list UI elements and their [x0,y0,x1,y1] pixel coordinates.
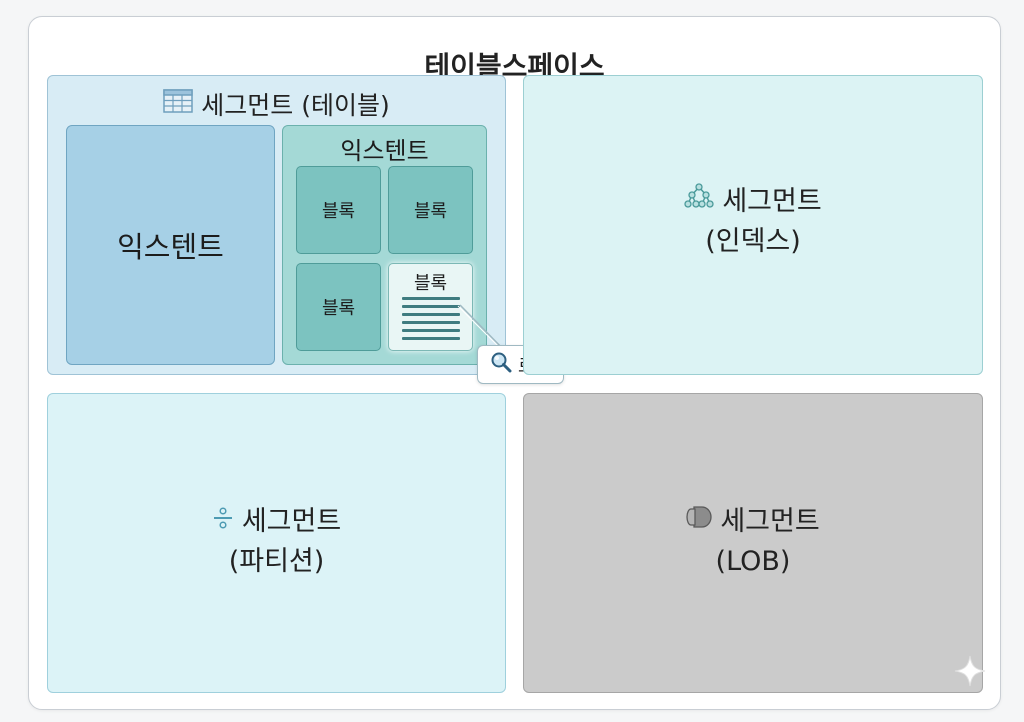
block-4-highlighted: 블록 [388,263,473,351]
table-grid-icon [163,89,194,119]
segment-index-line2: (인덱스) [705,226,801,257]
divide-icon [212,502,234,542]
extent-large: 익스텐트 [66,125,275,365]
block-3: 블록 [296,263,381,351]
segment-lob-label: 세그먼트 (LOB) [524,502,982,582]
extent-small-label: 익스텐트 [340,137,429,165]
block-1: 블록 [296,166,381,254]
magnifier-icon [490,351,512,378]
segment-index: 세그먼트 (인덱스) [523,75,983,375]
segment-partition-label: 세그먼트 (파티션) [48,502,505,582]
block-label: 블록 [413,201,448,222]
segment-lob-line2: (LOB) [715,546,791,577]
block-label: 블록 [413,273,448,294]
block-label: 블록 [321,201,356,222]
block-2: 블록 [388,166,473,254]
sparkle-icon [953,654,987,692]
extent-large-label: 익스텐트 [117,230,224,264]
segment-table-title: 세그먼트 (테이블) [201,91,390,120]
tree-icon [684,182,714,222]
segment-lob: 세그먼트 (LOB) [523,393,983,693]
row-lines [402,297,460,345]
segment-lob-line1: 세그먼트 [720,506,820,537]
block-label: 블록 [321,298,356,319]
segment-index-label: 세그먼트 (인덱스) [524,182,982,262]
segment-partition: 세그먼트 (파티션) [47,393,506,693]
lob-capsule-icon [686,502,712,542]
segment-partition-line2: (파티션) [228,546,325,577]
segment-partition-line1: 세그먼트 [241,506,342,537]
segment-table-header: 세그먼트 (테이블) [48,86,505,122]
segment-index-line1: 세그먼트 [722,186,822,217]
